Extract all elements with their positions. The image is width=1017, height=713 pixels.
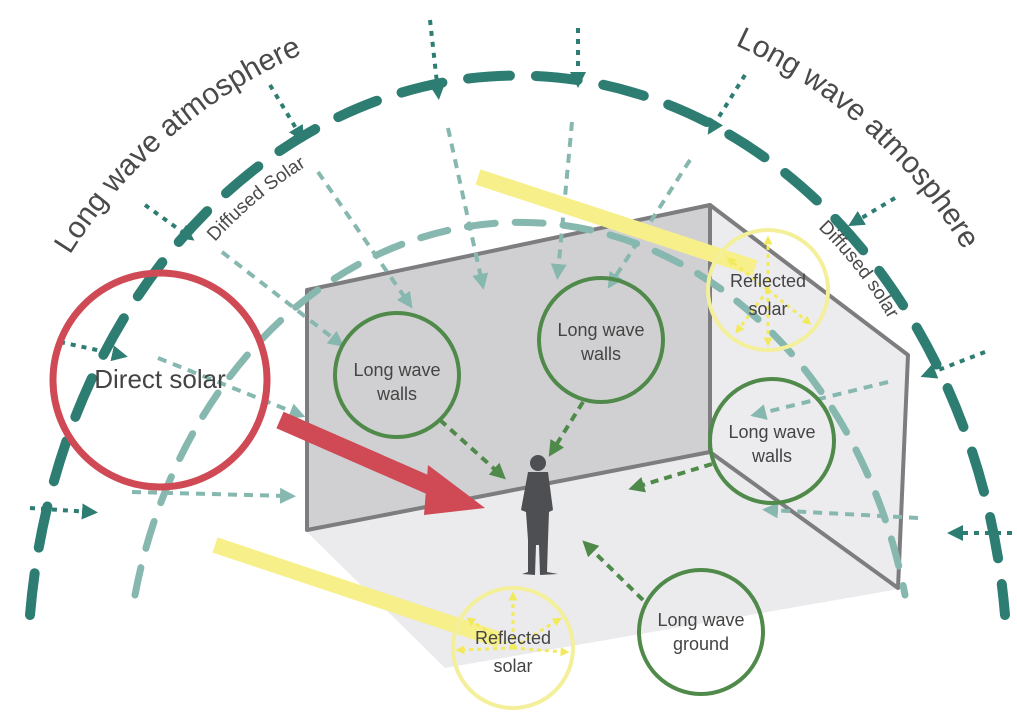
lw-walls-2-line2: walls (580, 344, 621, 364)
reflected-top: Reflected solar (706, 228, 830, 352)
atmosphere-arrows (29, 19, 1012, 541)
diffused-solar-arc (131, 218, 909, 599)
reflected-beams (212, 169, 758, 648)
reflected-bottom-line2: solar (493, 656, 532, 676)
lw-walls-2: Long wave walls (537, 276, 665, 404)
reflected-bottom-line1: Reflected (475, 628, 551, 648)
atmosphere-label-left: Long wave atmosphere (48, 30, 305, 259)
reflected-top-line2: solar (748, 299, 787, 319)
diffused-arrows (131, 121, 919, 520)
lw-walls-3-line2: walls (751, 446, 792, 466)
lw-walls-1-line1: Long wave (353, 360, 440, 380)
reflected-beam-bottom (212, 537, 503, 648)
lw-walls-1-line2: walls (376, 384, 417, 404)
reflected-beam-top (475, 169, 758, 276)
direct-solar-circle (49, 269, 271, 491)
lw-ground-line1: Long wave (657, 610, 744, 630)
person-silhouette (521, 455, 558, 575)
reflected-top-line1: Reflected (730, 271, 806, 291)
reflected-bottom: Reflected solar (451, 586, 575, 710)
direct-solar-arrow (276, 411, 485, 515)
lw-walls-2-line1: Long wave (557, 320, 644, 340)
atmosphere-label-right: Long wave atmosphere (732, 21, 986, 253)
direct-solar-label: Direct solar (94, 364, 226, 394)
lw-walls-3: Long wave walls (708, 377, 836, 505)
lw-ground: Long wave ground (637, 568, 765, 696)
longwave-arrows (438, 400, 713, 602)
lw-ground-line2: ground (673, 634, 729, 654)
lw-walls-3-line1: Long wave (728, 422, 815, 442)
lw-walls-1: Long wave walls (333, 311, 461, 439)
